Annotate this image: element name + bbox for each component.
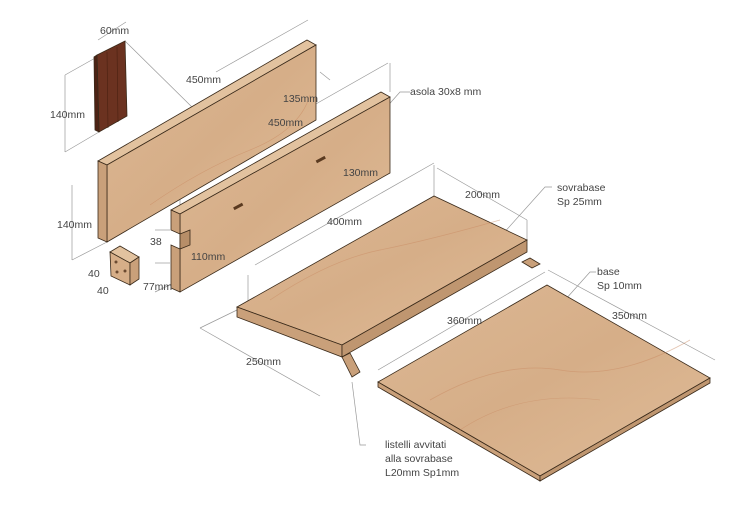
note-strips-1: listelli avvitati [385,439,447,451]
dim-sovrabase-depth: 200mm [465,189,501,201]
dim-notch-38: 38 [150,236,162,248]
sovrabase-panel [236,195,541,378]
note-sovrabase-2: Sp 25mm [557,196,602,208]
dim-side-length: 450mm [186,74,222,86]
dim-back-length: 450mm [268,117,304,129]
side-board [97,39,317,243]
base-panel [377,284,711,482]
note-base-1: base [597,266,620,278]
dim-sovrabase-width: 250mm [246,356,282,368]
note-strips-2: alla sovrabase [385,453,453,465]
note-sovrabase-1: sovrabase [557,182,606,194]
dim-notch-77: 77mm [143,281,173,293]
dim-side-height: 140mm [57,219,93,231]
note-slot: asola 30x8 mm [410,86,482,98]
dim-post-width: 60mm [100,25,130,37]
dim-front-length: 400mm [327,216,363,228]
note-base-2: Sp 10mm [597,280,642,292]
front-board [170,91,391,293]
dim-post-height: 140mm [50,109,86,121]
dim-base-length: 360mm [447,315,483,327]
corner-block [109,245,140,286]
dim-offset-135: 135mm [283,93,319,105]
note-strips-3: L20mm Sp1mm [385,467,460,479]
dim-block-40a: 40 [88,268,100,280]
dim-slot-110: 110mm [191,251,226,263]
dim-block-40b: 40 [97,285,109,297]
dim-slot-130: 130mm [343,167,379,179]
dim-base-depth: 350mm [612,310,648,322]
dark-post [93,40,128,133]
